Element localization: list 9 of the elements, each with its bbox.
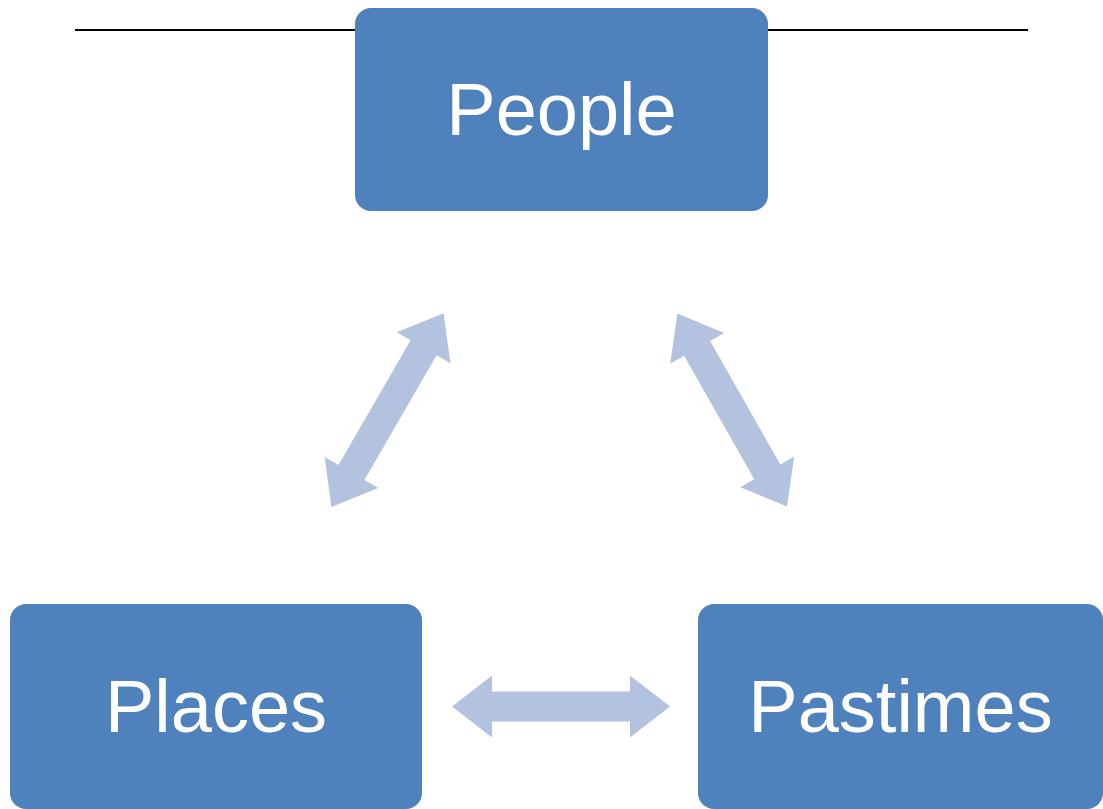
double-arrow — [324, 313, 451, 508]
box-label: Places — [104, 664, 328, 749]
double-arrow — [452, 675, 670, 738]
rounded-box — [698, 604, 1103, 809]
double-arrow — [670, 313, 795, 507]
box-label: People — [446, 67, 677, 152]
rounded-box — [355, 8, 768, 211]
box-label: Pastimes — [748, 664, 1053, 749]
rounded-box — [10, 604, 422, 809]
